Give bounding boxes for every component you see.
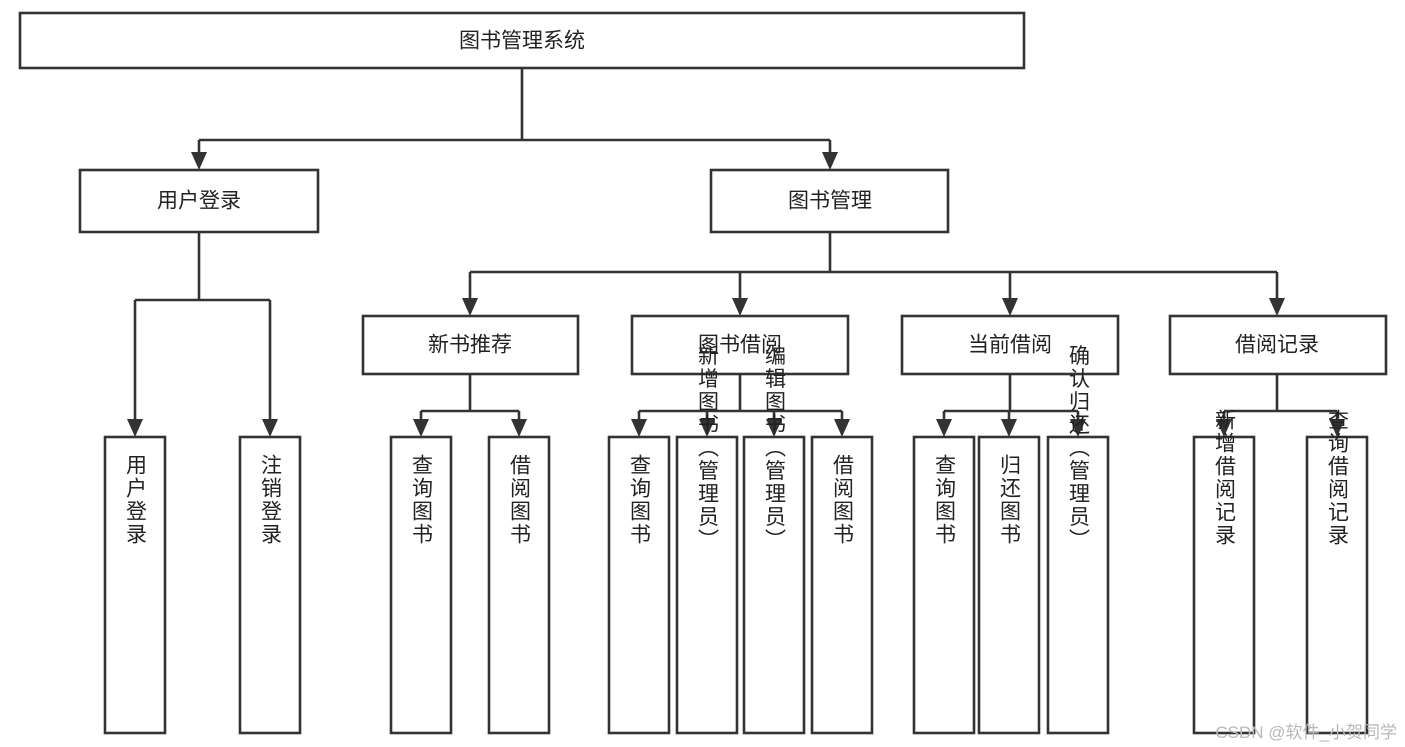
leaf-user-login[interactable]: 用户登录 xyxy=(103,435,167,735)
arrow-br-leaf-2-icon xyxy=(1329,419,1345,437)
leaf-add-book[interactable]: 新增图书（管理员） xyxy=(675,345,739,735)
leaf-logout-login-label: 注销登录 xyxy=(259,454,283,546)
leaf-query-record-box[interactable] xyxy=(1305,435,1369,735)
node-root[interactable]: 图书管理系统 xyxy=(18,11,1026,70)
arrow-cb-leaf-3-icon xyxy=(1070,419,1086,437)
leaf-add-record-box[interactable] xyxy=(1192,435,1256,735)
leaf-query-book-1-label: 查询图书 xyxy=(410,454,434,546)
leaf-query-book-1-box[interactable] xyxy=(389,435,453,735)
node-new-book-recommend-box[interactable] xyxy=(361,314,580,376)
leaf-query-book-2-label: 查询图书 xyxy=(628,454,652,546)
leaf-borrow-book-2-label: 借阅图书 xyxy=(831,454,855,546)
node-borrow-record-label: 借阅记录 xyxy=(1235,334,1319,357)
node-book-management-box[interactable] xyxy=(709,168,950,234)
leaf-return-book-label: 归还图书 xyxy=(998,454,1022,546)
leaf-return-book[interactable]: 归还图书 xyxy=(977,435,1041,735)
arrow-bb-leaf-1-icon xyxy=(631,419,647,437)
leaf-query-record-label: 查询借阅记录 xyxy=(1326,409,1350,547)
arrow-to-current-borrow-icon xyxy=(1002,298,1018,316)
arrow-bb-leaf-3-icon xyxy=(766,419,782,437)
arrow-ul-leaf-1-icon xyxy=(127,419,143,437)
leaf-query-record[interactable]: 查询借阅记录 xyxy=(1305,409,1369,735)
node-current-borrow-label: 当前借阅 xyxy=(968,334,1052,357)
node-borrow-record-box[interactable] xyxy=(1168,314,1388,376)
leaf-borrow-book-2-box[interactable] xyxy=(810,435,874,735)
leaf-borrow-book-1-label: 借阅图书 xyxy=(508,454,532,546)
arrow-bb-leaf-2-icon xyxy=(699,419,715,437)
arrow-cb-leaf-2-icon xyxy=(1001,419,1017,437)
arrow-cb-leaf-1-icon xyxy=(936,419,952,437)
arrow-to-user-login-icon xyxy=(191,152,207,170)
arrow-to-new-book-icon xyxy=(462,298,478,316)
leaf-query-book-3-label: 查询图书 xyxy=(933,454,957,546)
leaf-logout-login[interactable]: 注销登录 xyxy=(238,435,302,735)
node-root-box[interactable] xyxy=(18,11,1026,70)
node-new-book-recommend-label: 新书推荐 xyxy=(428,334,512,357)
leaf-add-record-label: 新增借阅记录 xyxy=(1213,409,1237,547)
arrow-br-leaf-1-icon xyxy=(1216,419,1232,437)
node-borrow-record[interactable]: 借阅记录 xyxy=(1168,314,1388,376)
arrow-to-book-borrow-icon xyxy=(732,298,748,316)
leaf-query-book-3-box[interactable] xyxy=(912,435,976,735)
leaf-query-book-2-box[interactable] xyxy=(607,435,671,735)
node-root-label: 图书管理系统 xyxy=(459,30,585,53)
arrow-nbr-leaf-2-icon xyxy=(511,419,527,437)
leaf-borrow-book-2[interactable]: 借阅图书 xyxy=(810,435,874,735)
node-book-borrow[interactable]: 图书借阅 xyxy=(630,314,850,376)
leaf-query-book-2[interactable]: 查询图书 xyxy=(607,435,671,735)
leaf-confirm-return-label: 确认归还（管理员） xyxy=(1067,345,1091,552)
leaf-edit-book-label: 编辑图书（管理员） xyxy=(763,345,787,552)
node-current-borrow-box[interactable] xyxy=(900,314,1120,376)
leaf-user-login-box[interactable] xyxy=(103,435,167,735)
leaf-add-book-box[interactable] xyxy=(675,435,739,735)
arrow-bb-leaf-4-icon xyxy=(834,419,850,437)
leaf-add-book-label: 新增图书（管理员） xyxy=(696,345,720,552)
node-book-borrow-label: 图书借阅 xyxy=(698,334,782,357)
leaf-return-book-box[interactable] xyxy=(977,435,1041,735)
leaf-logout-login-box[interactable] xyxy=(238,435,302,735)
node-user-login[interactable]: 用户登录 xyxy=(78,168,320,234)
arrow-ul-leaf-2-icon xyxy=(262,419,278,437)
leaf-confirm-return-box[interactable] xyxy=(1046,435,1110,735)
arrow-nbr-leaf-1-icon xyxy=(413,419,429,437)
leaf-borrow-book-1[interactable]: 借阅图书 xyxy=(487,435,551,735)
node-user-login-box[interactable] xyxy=(78,168,320,234)
arrow-to-borrow-record-icon xyxy=(1269,298,1285,316)
leaf-add-record[interactable]: 新增借阅记录 xyxy=(1192,409,1256,735)
leaf-user-login-label: 用户登录 xyxy=(124,454,148,546)
leaf-borrow-book-1-box[interactable] xyxy=(487,435,551,735)
node-new-book-recommend[interactable]: 新书推荐 xyxy=(361,314,580,376)
node-book-borrow-box[interactable] xyxy=(630,314,850,376)
leaf-edit-book[interactable]: 编辑图书（管理员） xyxy=(742,345,806,735)
arrow-to-book-management-icon xyxy=(822,152,838,170)
leaf-query-book-1[interactable]: 查询图书 xyxy=(389,435,453,735)
leaf-confirm-return[interactable]: 确认归还（管理员） xyxy=(1046,345,1110,735)
node-book-management-label: 图书管理 xyxy=(788,190,872,213)
node-book-management[interactable]: 图书管理 xyxy=(709,168,950,234)
node-user-login-label: 用户登录 xyxy=(157,190,241,213)
leaf-query-book-3[interactable]: 查询图书 xyxy=(912,435,976,735)
node-current-borrow[interactable]: 当前借阅 xyxy=(900,314,1120,376)
connectors-group xyxy=(127,68,1345,437)
leaf-edit-book-box[interactable] xyxy=(742,435,806,735)
